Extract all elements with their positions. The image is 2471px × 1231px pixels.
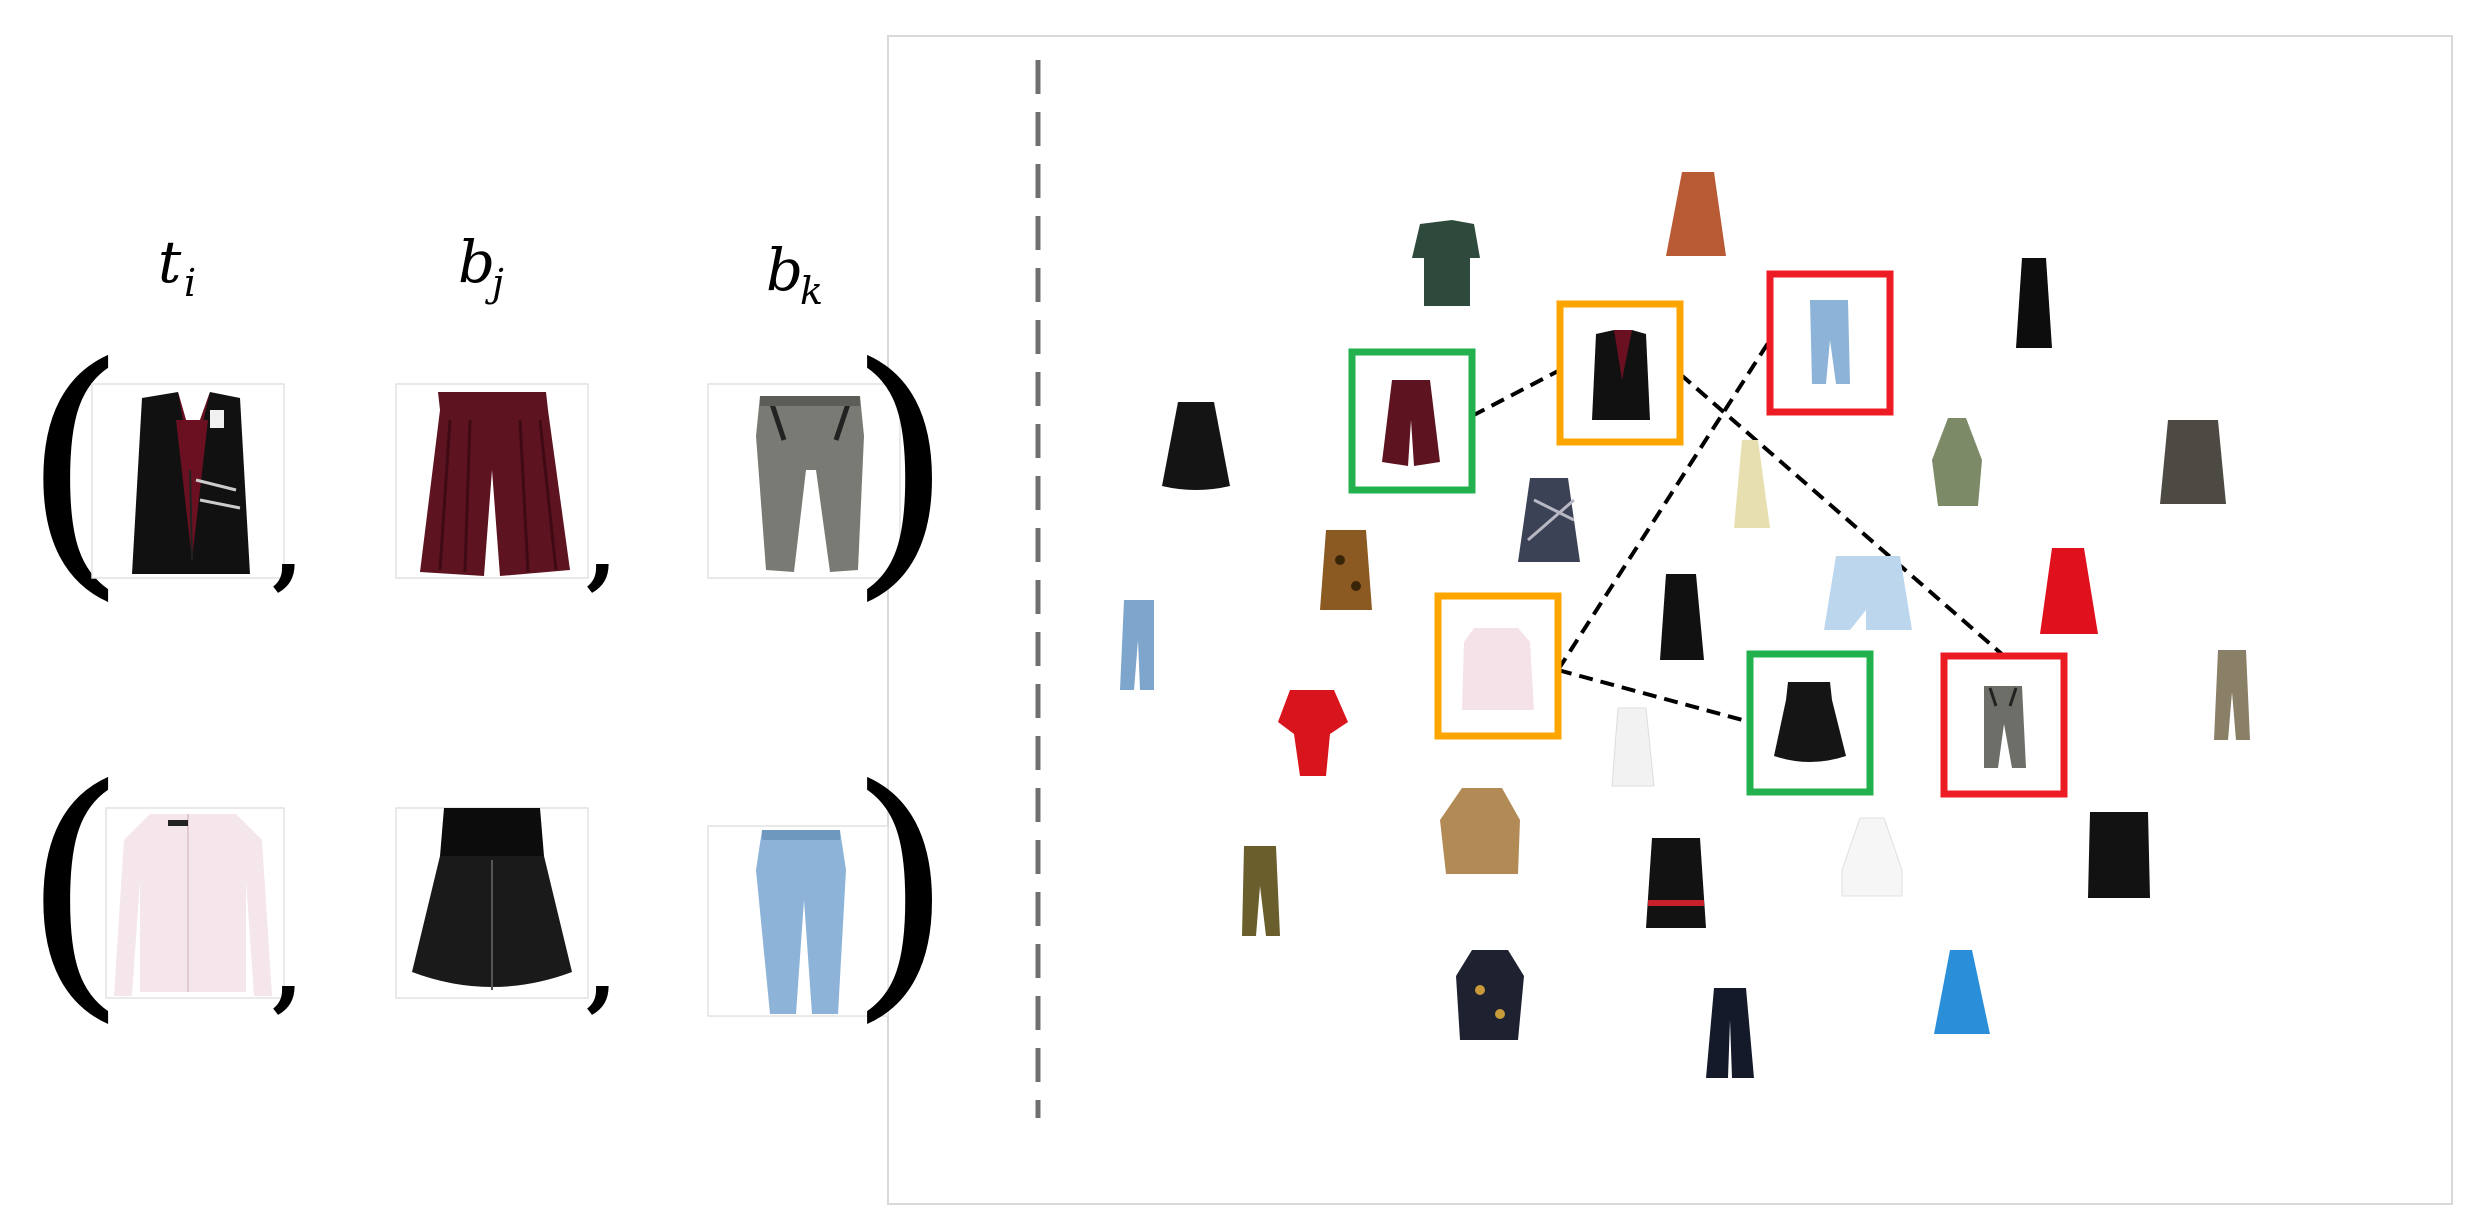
black-pencil-skirt-icon [1646,838,1706,928]
green-tshirt-icon [1412,220,1480,306]
navy-wide-trousers-icon [1706,988,1754,1078]
negative-box-trousers [1940,652,2068,798]
anchor-box-cardigan [1434,592,1562,740]
leopard-cami-icon [1320,530,1372,610]
positive-box-culottes [1348,348,1476,494]
red-blouse-icon [1278,690,1348,776]
culottes-icon [395,383,589,579]
anchor-box-vest [1556,300,1684,446]
link-cardigan-skirt [1557,668,1751,724]
blue-print-dress-icon [1934,950,1990,1034]
tan-jacket-icon [1440,788,1520,874]
triplet-row-1: ( , , ) [22,309,953,624]
floral-shirt-icon [1456,950,1524,1040]
comma: , [586,494,617,600]
white-peplum-top-icon [1841,817,1903,897]
olive-trousers-icon [1242,846,1280,936]
close-paren: ) [848,731,953,1046]
comma: , [272,916,303,1022]
embedding-space [1120,172,2250,1078]
label-t-i: t i [158,228,196,305]
close-paren: ) [848,309,953,624]
grey-skirt-icon [2160,420,2226,504]
link-vest-trousers [1678,372,2006,658]
label-b-k: b k [766,236,823,313]
skirt-icon [395,807,589,999]
similarity-links [1471,338,2006,724]
red-skirt-icon [2040,548,2098,634]
embedding-panel-border [887,35,2453,1205]
svg-text:b: b [766,236,803,304]
trousers-icon [707,383,901,579]
svg-text:t: t [158,228,182,296]
olive-dress-icon [1932,418,1982,506]
vest-icon [91,383,285,579]
positive-box-skirt [1746,650,1874,796]
negative-box-jeans [1766,270,1894,416]
triplet-row-2: ( , , ) [22,731,953,1046]
cardigan-icon [105,807,285,999]
label-b-j: b j [458,228,504,305]
black-tank-icon [1660,574,1704,660]
svg-text:b: b [458,228,495,296]
svg-text:i: i [184,261,196,305]
black-tiered-skirt-icon [1162,402,1230,490]
white-blouse-icon [1611,707,1655,787]
floral-skirt-icon [1518,478,1580,562]
jeans-icon [707,825,889,1017]
black-midi-skirt-icon [2088,812,2150,898]
comma: , [272,494,303,600]
link-vest-culottes [1471,368,1561,418]
svg-text:k: k [800,269,823,313]
blue-jeans-left-icon [1120,600,1154,690]
black-jumpsuit-icon [2016,258,2052,348]
plaid-trousers-icon [2214,650,2250,740]
comma: , [586,916,617,1022]
rust-skirt-icon [1666,172,1726,256]
light-blue-shorts-icon [1824,556,1912,630]
cream-skirt-icon [1734,440,1770,528]
